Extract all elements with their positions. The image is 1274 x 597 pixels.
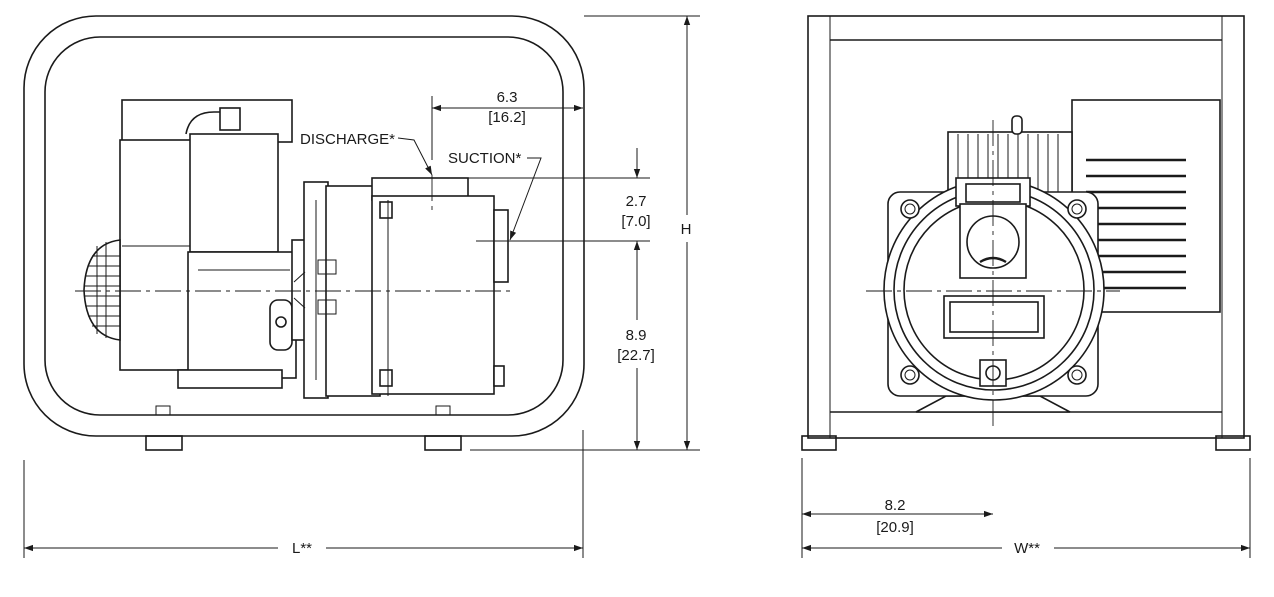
suction-height-mm: [22.7] — [617, 347, 655, 364]
suction-height-inches: 8.9 — [626, 327, 647, 344]
center-offset-mm: [20.9] — [876, 519, 914, 536]
end-view — [801, 15, 1251, 451]
dimensions: L** H 6.3 [16.2] 2.7 [7.0] 8.9 [22.7] DI… — [23, 15, 1251, 558]
discharge-leader — [397, 137, 433, 176]
engine-body — [119, 99, 297, 389]
length-label: L** — [292, 540, 312, 557]
side-frame — [23, 15, 585, 451]
pump-casing — [883, 177, 1105, 413]
side-view — [23, 15, 585, 451]
height-label: H — [681, 221, 692, 238]
suction-label: SUCTION* — [448, 150, 522, 167]
width-label: W** — [1014, 540, 1040, 557]
discharge-label: DISCHARGE* — [300, 131, 395, 148]
port-spacing-mm: [7.0] — [621, 213, 650, 230]
outlet-offset-inches: 6.3 — [497, 89, 518, 106]
air-cleaner — [83, 239, 121, 341]
port-spacing-inches: 2.7 — [626, 193, 647, 210]
suction-leader — [509, 157, 542, 241]
pump-housing — [291, 177, 509, 399]
center-offset-inches: 8.2 — [885, 497, 906, 514]
outlet-offset-mm: [16.2] — [488, 109, 526, 126]
